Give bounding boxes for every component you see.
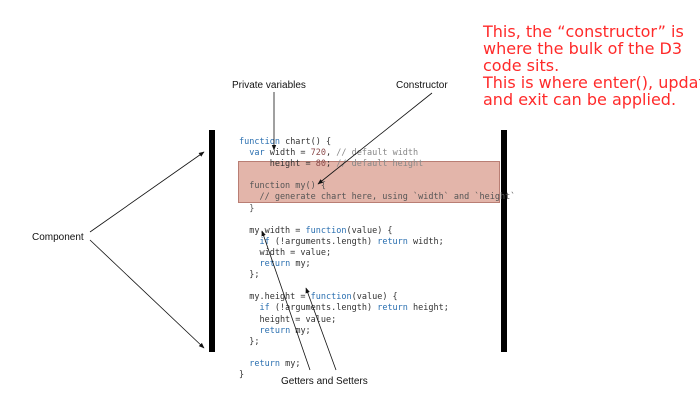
- code-line: my.width = function(value) {: [239, 225, 393, 236]
- code-line: function chart() {: [239, 137, 332, 147]
- note-line-2: where the bulk of the D3: [483, 39, 683, 58]
- constructor-label: Constructor: [396, 80, 448, 91]
- code-line: };: [239, 336, 260, 347]
- code-line: };: [239, 270, 260, 281]
- code-line: if (!arguments.length) return width;: [259, 236, 444, 247]
- constructor-annotation-note: This, the “constructor” is where the bul…: [483, 22, 700, 109]
- code-line: function my() {: [239, 181, 326, 192]
- private-variables-label: Private variables: [232, 80, 306, 91]
- component-label: Component: [32, 232, 84, 243]
- code-line: }: [239, 203, 255, 214]
- component-arrow-top: [89, 151, 205, 233]
- note-line-1: This, the “constructor” is: [483, 22, 684, 41]
- getters-setters-label: Getters and Setters: [281, 376, 368, 387]
- note-line-5: and exit can be applied.: [483, 90, 677, 109]
- code-line: if (!arguments.length) return height;: [259, 303, 449, 314]
- code-line: height = 80; // default height: [239, 159, 424, 170]
- code-line: my.height = function(value) {: [239, 292, 398, 303]
- code-line: var width = 720, // default width: [249, 148, 419, 159]
- code-block: function chart() { var width = 720, // d…: [239, 137, 515, 381]
- note-line-4: This is where enter(), update: [483, 73, 700, 92]
- code-line: // generate chart here, using `width` an…: [239, 192, 516, 203]
- code-line: width = value;: [239, 247, 332, 258]
- code-line: return my;: [249, 358, 301, 369]
- note-line-3: code sits.: [483, 56, 560, 75]
- code-line: height = value;: [239, 314, 337, 325]
- code-panel: function chart() { var width = 720, // d…: [209, 130, 515, 380]
- code-line: }: [239, 369, 245, 380]
- component-arrow-bottom: [89, 239, 205, 349]
- code-line: return my;: [259, 325, 311, 336]
- code-line: return my;: [259, 259, 311, 270]
